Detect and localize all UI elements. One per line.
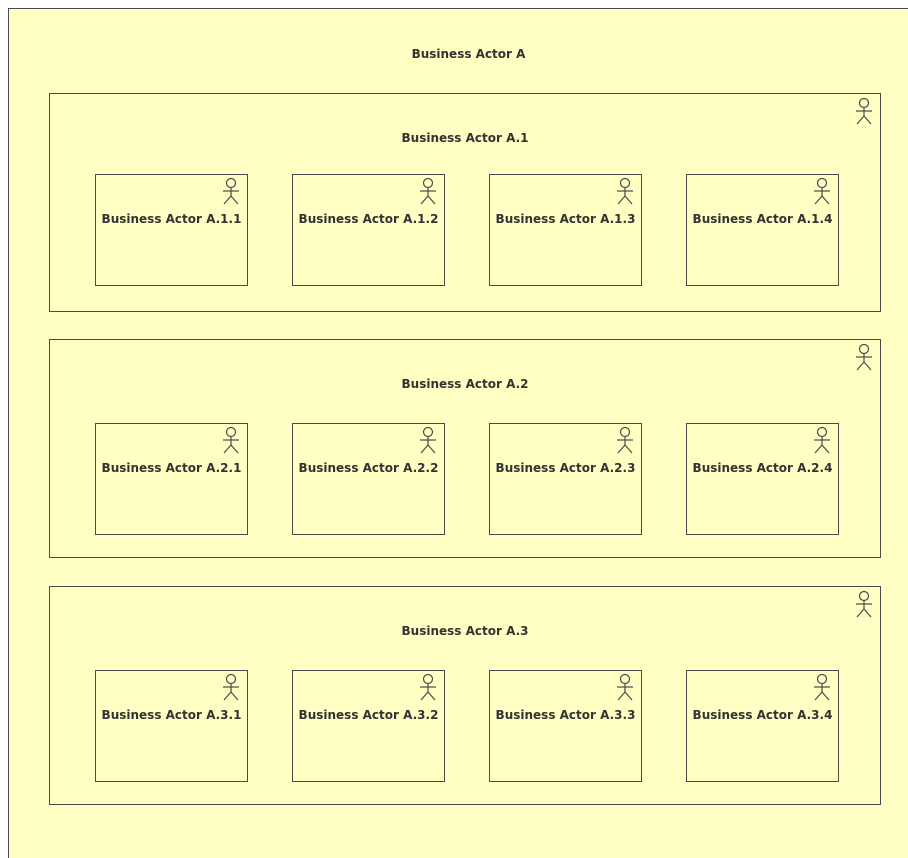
business-actor-a22[interactable]: Business Actor A.2.2 [292, 423, 445, 535]
business-actor-a23-label: Business Actor A.2.3 [495, 461, 636, 475]
business-actor-icon [221, 673, 241, 701]
business-actor-a12[interactable]: Business Actor A.1.2 [292, 174, 445, 286]
business-actor-icon [418, 177, 438, 205]
business-actor-icon [812, 426, 832, 454]
business-actor-icon [221, 426, 241, 454]
business-actor-a2-label: Business Actor A.2 [401, 377, 529, 391]
business-actor-icon [418, 673, 438, 701]
business-actor-a31-label: Business Actor A.3.1 [101, 708, 242, 722]
business-actor-icon [418, 426, 438, 454]
business-actor-a13[interactable]: Business Actor A.1.3 [489, 174, 642, 286]
business-actor-icon [615, 673, 635, 701]
business-actor-a21-label: Business Actor A.2.1 [101, 461, 242, 475]
business-actor-icon [854, 97, 874, 125]
business-actor-icon [854, 343, 874, 371]
business-actor-a33-label: Business Actor A.3.3 [495, 708, 636, 722]
business-actor-a3-label: Business Actor A.3 [401, 624, 529, 638]
business-actor-icon [221, 177, 241, 205]
business-actor-a32[interactable]: Business Actor A.3.2 [292, 670, 445, 782]
business-actor-a21[interactable]: Business Actor A.2.1 [95, 423, 248, 535]
business-actor-a24[interactable]: Business Actor A.2.4 [686, 423, 839, 535]
business-actor-a11[interactable]: Business Actor A.1.1 [95, 174, 248, 286]
business-actor-a1-label: Business Actor A.1 [401, 131, 529, 145]
business-actor-a23[interactable]: Business Actor A.2.3 [489, 423, 642, 535]
business-actor-a34-label: Business Actor A.3.4 [692, 708, 833, 722]
business-actor-a14-label: Business Actor A.1.4 [692, 212, 833, 226]
business-actor-icon [812, 673, 832, 701]
business-actor-a11-label: Business Actor A.1.1 [101, 212, 242, 226]
business-actor-icon [615, 426, 635, 454]
business-actor-icon [812, 177, 832, 205]
business-actor-a12-label: Business Actor A.1.2 [298, 212, 439, 226]
business-actor-icon [854, 590, 874, 618]
business-actor-a33[interactable]: Business Actor A.3.3 [489, 670, 642, 782]
business-actor-a13-label: Business Actor A.1.3 [495, 212, 636, 226]
business-actor-a34[interactable]: Business Actor A.3.4 [686, 670, 839, 782]
business-actor-a14[interactable]: Business Actor A.1.4 [686, 174, 839, 286]
business-actor-a31[interactable]: Business Actor A.3.1 [95, 670, 248, 782]
business-actor-a32-label: Business Actor A.3.2 [298, 708, 439, 722]
business-actor-a22-label: Business Actor A.2.2 [298, 461, 439, 475]
business-actor-a24-label: Business Actor A.2.4 [692, 461, 833, 475]
business-actor-icon [615, 177, 635, 205]
business-actor-a-label: Business Actor A [411, 47, 526, 61]
